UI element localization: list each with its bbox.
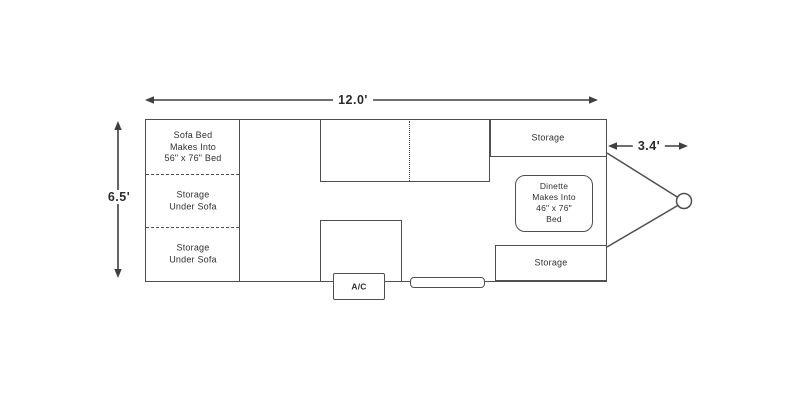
hitch-a-frame [606,152,683,248]
dinette-table [515,175,593,232]
length-dimension-label: 12.0' [333,93,373,107]
rear-storage-box [495,245,607,281]
front-storage-box [490,119,607,157]
sofa-section-divider [239,119,240,282]
rear-storage-label: Storage [534,257,568,268]
storage-under-sofa-lower-label: Storage Under Sofa [169,242,217,265]
sofa-storage-dashed-divider-lower [146,227,239,228]
dinette-label: Dinette Makes Into 46" x 76" Bed [532,181,576,224]
tongue-dimension-label: 3.4' [632,139,666,153]
width-dimension-label: 6.5' [102,190,136,204]
ac-unit-label: A/C [351,281,367,292]
storage-under-sofa-upper-label: Storage Under Sofa [169,189,217,212]
bunk-area [320,119,490,182]
ac-unit-box [333,273,385,300]
hitch-coupler-icon [675,192,693,210]
sofa-storage-dashed-divider-upper [146,174,239,175]
sofa-bed-label: Sofa Bed Makes Into 56" x 76" Bed [164,129,222,163]
entry-step [410,277,485,288]
bunk-center-dotted-divider [409,121,410,181]
front-storage-label: Storage [531,132,565,143]
